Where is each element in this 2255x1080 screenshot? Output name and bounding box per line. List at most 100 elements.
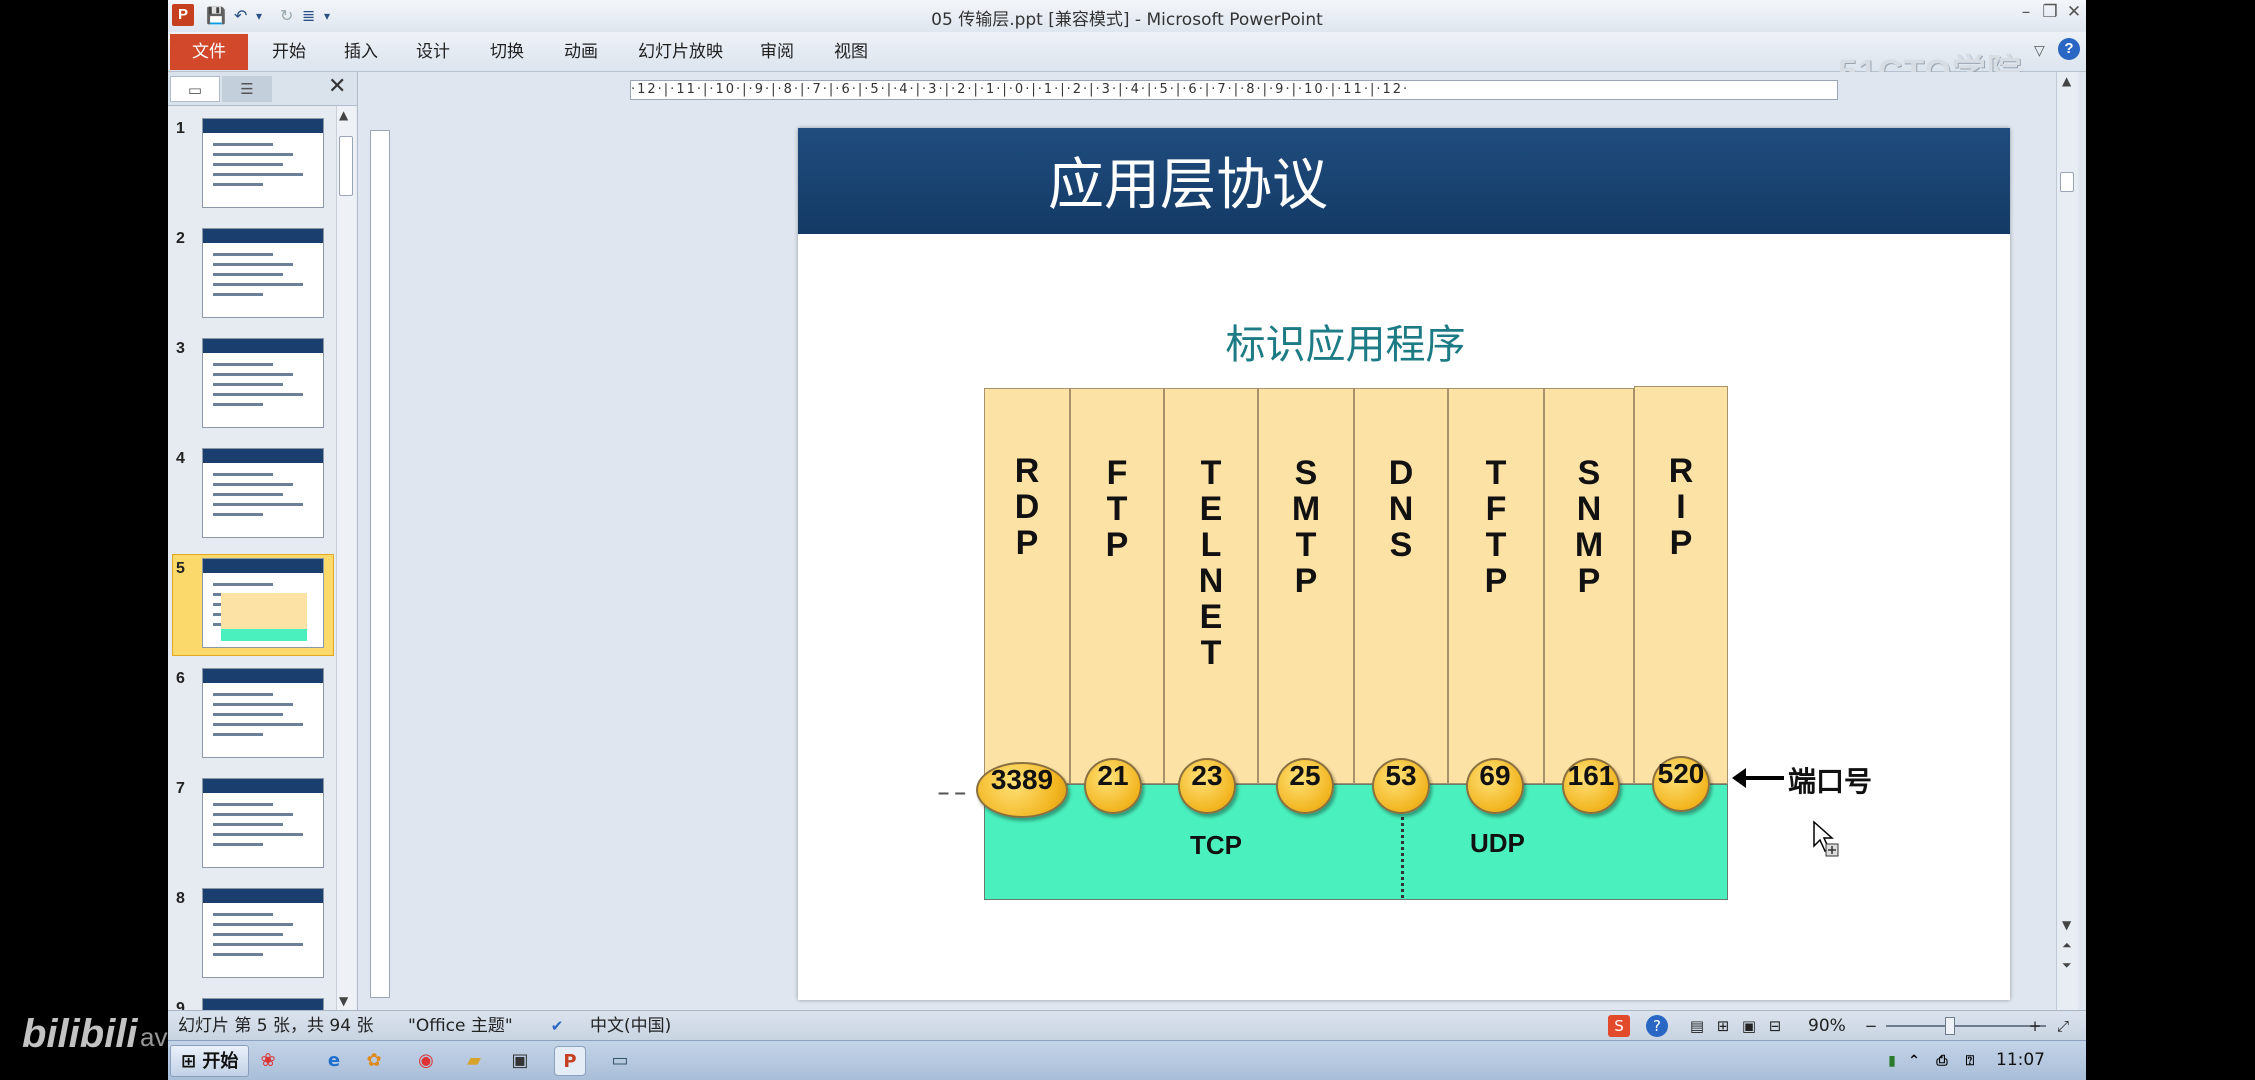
tab-slideshow[interactable]: 幻灯片放映 [638, 42, 723, 62]
app-icon-4[interactable]: ▭ [611, 1050, 629, 1071]
zoom-in-icon[interactable]: + [2028, 1017, 2042, 1035]
scroll-up-icon[interactable]: ▲ [339, 108, 349, 122]
minimize-button[interactable]: – [2021, 2, 2031, 22]
outline-tab[interactable]: ☰ [222, 76, 272, 102]
panel-scrollbar[interactable]: ▲ ▼ [336, 106, 356, 1010]
port-number-oval: 520 [1652, 756, 1710, 812]
protocol-column: S N M P [1544, 388, 1634, 784]
fit-to-window-icon[interactable]: ⤢ [2056, 1017, 2069, 1035]
zoom-slider[interactable] [1886, 1025, 2046, 1027]
app-icon-2[interactable]: ✿ [366, 1050, 382, 1071]
language[interactable]: 中文(中国) [590, 1016, 672, 1036]
undo-dropdown-icon[interactable]: ▾ [256, 9, 263, 23]
start-button[interactable]: ⊞ 开始 [170, 1045, 250, 1077]
clock[interactable]: 11:07 [1996, 1050, 2045, 1070]
dashed-line-left: – – [938, 782, 966, 804]
slide-count: 幻灯片 第 5 张，共 94 张 [178, 1016, 374, 1036]
slides-tab[interactable]: ▭ [170, 76, 220, 102]
customize-qat-icon[interactable]: ≣ [302, 6, 316, 25]
editor-scrollbar[interactable]: ▲ ▼ ⏶ ⏷ [2056, 72, 2078, 1010]
chrome-icon[interactable]: ◉ [418, 1050, 434, 1071]
help-icon[interactable]: ? [1646, 1015, 1668, 1037]
spelling-check-icon[interactable]: ✔ [550, 1017, 564, 1035]
slide-thumbnail-9[interactable]: 9 [168, 998, 336, 1010]
slide-thumbnail-1[interactable]: 1 [168, 118, 336, 214]
scroll-down-icon[interactable]: ▼ [2062, 918, 2072, 932]
slide-number: 5 [176, 560, 185, 577]
explorer-icon[interactable]: ▰ [467, 1050, 481, 1071]
app-icon-1[interactable]: ❀ [260, 1050, 276, 1071]
restore-button[interactable]: ❐ [2042, 2, 2058, 22]
tray-expand-icon[interactable]: ⌃ [1908, 1053, 1920, 1069]
tray-icon-2[interactable]: ⎙ [1936, 1053, 1948, 1069]
protocol-column: T E L N E T [1164, 388, 1258, 784]
slide-thumbnail-7[interactable]: 7 [168, 778, 336, 874]
tab-insert[interactable]: 插入 [344, 42, 378, 62]
powerpoint-task-icon[interactable]: P [554, 1046, 586, 1076]
tab-review[interactable]: 审阅 [760, 42, 794, 62]
editor-scroll-thumb[interactable] [2060, 172, 2074, 192]
slide-number: 7 [176, 780, 185, 797]
zoom-out-icon[interactable]: − [1864, 1017, 1878, 1035]
save-icon[interactable]: 💾 [206, 6, 226, 25]
protocol-label: D N S [1388, 454, 1414, 564]
slide-number: 9 [176, 1000, 185, 1010]
previous-slide-icon[interactable]: ⏶ [2062, 938, 2072, 952]
tab-view[interactable]: 视图 [834, 42, 868, 62]
slide-subtitle[interactable]: 标识应用程序 [1225, 322, 1466, 368]
slideshow-view-icon[interactable]: ⊟ [1768, 1017, 1782, 1035]
ie-icon[interactable]: e [327, 1050, 341, 1071]
protocol-column: R D P [984, 388, 1070, 784]
qat-dropdown-icon[interactable]: ▾ [324, 9, 331, 23]
slide-sorter-icon[interactable]: ⊞ [1716, 1017, 1730, 1035]
panel-scroll-thumb[interactable] [339, 136, 353, 196]
scroll-down-icon[interactable]: ▼ [339, 994, 349, 1008]
slide-thumbnail-6[interactable]: 6 [168, 668, 336, 764]
close-button[interactable]: ✕ [2066, 2, 2082, 22]
arrow-left-icon [1732, 768, 1784, 788]
tcp-udp-divider [1401, 786, 1404, 898]
tab-file[interactable]: 文件 [170, 34, 248, 70]
tab-design[interactable]: 设计 [416, 42, 450, 62]
protocol-column: T F T P [1448, 388, 1544, 784]
theme-name[interactable]: "Office 主题" [408, 1016, 513, 1036]
tab-animations[interactable]: 动画 [564, 42, 598, 62]
protocol-label: R D P [1014, 452, 1040, 562]
slide-thumbnail-5[interactable]: 5 [168, 554, 336, 656]
next-slide-icon[interactable]: ⏷ [2062, 958, 2072, 972]
vertical-ruler[interactable] [370, 130, 390, 998]
protocol-column: S M T P [1258, 388, 1354, 784]
slide-thumbnail-4[interactable]: 4 [168, 448, 336, 544]
tcp-label: TCP [1190, 830, 1242, 860]
port-number-oval: 161 [1562, 758, 1620, 814]
tab-transitions[interactable]: 切换 [490, 42, 524, 62]
slide-thumbnail-3[interactable]: 3 [168, 338, 336, 434]
slide-title[interactable]: 应用层协议 [1048, 153, 1328, 218]
redo-icon[interactable]: ↻ [280, 6, 294, 25]
zoom-slider-thumb[interactable] [1945, 1017, 1955, 1035]
panel-tabs: ▭ ☰ ✕ [168, 72, 357, 106]
slide-thumbnail-8[interactable]: 8 [168, 888, 336, 984]
undo-icon[interactable]: ↶ [234, 6, 248, 25]
tray-icon-1[interactable]: ▮ [1888, 1053, 1896, 1069]
app-icon-3[interactable]: ▣ [511, 1050, 529, 1071]
normal-view-icon[interactable]: ▤ [1689, 1017, 1705, 1035]
tray-icon-3[interactable]: ⍰ [1965, 1053, 1975, 1069]
ribbon-tabs: 文件 开始 插入 设计 切换 动画 幻灯片放映 审阅 视图 ▽ ? [168, 32, 2086, 72]
port-number-oval: 25 [1276, 758, 1334, 814]
scroll-up-icon[interactable]: ▲ [2062, 74, 2072, 88]
addin-icon[interactable]: S [1608, 1015, 1630, 1037]
thumbnail-image [202, 448, 324, 538]
panel-close-icon[interactable]: ✕ [328, 74, 347, 99]
reading-view-icon[interactable]: ▣ [1741, 1017, 1757, 1035]
zoom-level[interactable]: 90% [1808, 1016, 1846, 1036]
horizontal-ruler[interactable]: ·12·|·11·|·10·|·9·|·8·|·7·|·6·|·5·|·4·|·… [630, 80, 1838, 100]
tab-home[interactable]: 开始 [272, 42, 306, 62]
minimize-ribbon-icon[interactable]: ▽ [2034, 43, 2045, 59]
protocol-label: F T P [1105, 454, 1129, 564]
slide-number: 3 [176, 340, 185, 357]
slide-thumbnail-2[interactable]: 2 [168, 228, 336, 324]
help-icon[interactable]: ? [2058, 38, 2080, 60]
